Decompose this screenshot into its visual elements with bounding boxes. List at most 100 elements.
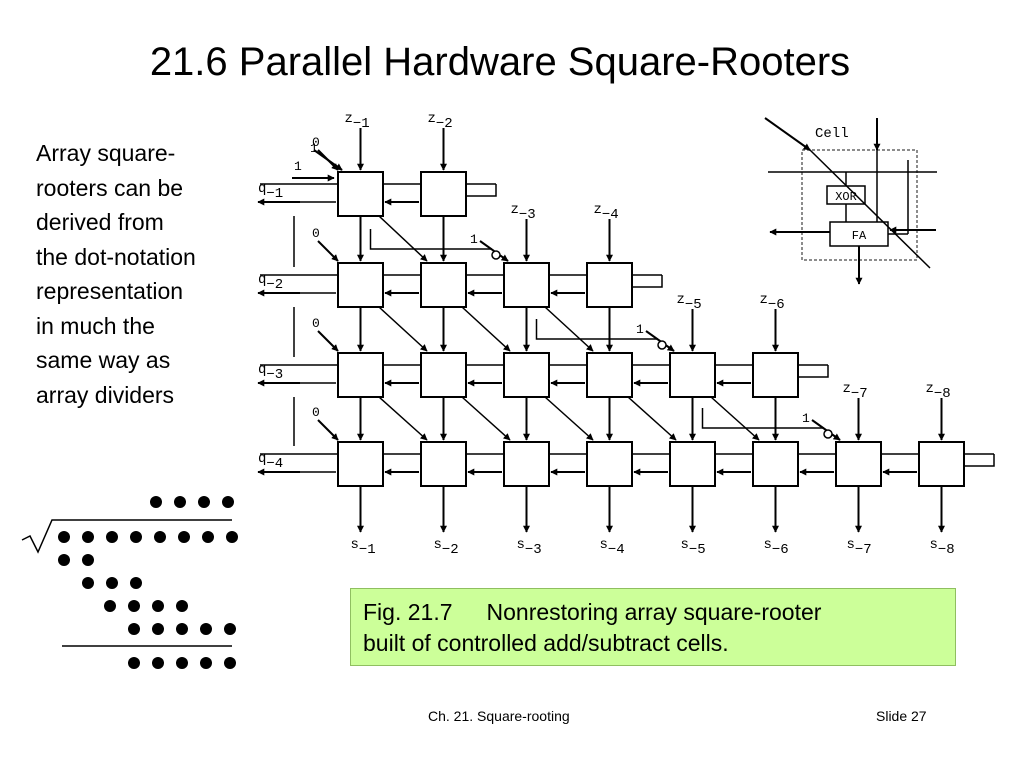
diag-wire bbox=[461, 306, 511, 352]
const-zero-label: 0 bbox=[312, 135, 320, 150]
diag-wire bbox=[378, 306, 428, 352]
full-adder-label: FA bbox=[852, 229, 867, 243]
notation-dot bbox=[176, 600, 188, 612]
z-input-label: z−8 bbox=[926, 381, 951, 402]
intro-line: derived from bbox=[36, 209, 164, 235]
diag-wire bbox=[378, 215, 428, 262]
const-zero-label: 0 bbox=[312, 405, 320, 420]
add-subtract-cell bbox=[503, 262, 550, 308]
intro-line: Array square- bbox=[36, 140, 176, 166]
add-subtract-cell bbox=[752, 352, 799, 398]
add-subtract-cell bbox=[337, 441, 384, 487]
const-one-label: 1 bbox=[294, 159, 302, 174]
intro-line: representation bbox=[36, 278, 184, 304]
add-subtract-cell bbox=[586, 352, 633, 398]
s-output-label: s−6 bbox=[764, 537, 789, 558]
feedback-wire bbox=[466, 184, 497, 197]
s-output-label: s−4 bbox=[600, 537, 625, 558]
const-zero-wire bbox=[317, 419, 339, 441]
add-subtract-cell bbox=[918, 441, 965, 487]
s-output-label: s−7 bbox=[847, 537, 872, 558]
const-zero-wire bbox=[317, 240, 339, 262]
notation-dot bbox=[58, 531, 70, 543]
notation-dot bbox=[198, 496, 210, 508]
feedback-wire bbox=[964, 454, 995, 467]
notation-dot bbox=[224, 623, 236, 635]
s-output-label: s−8 bbox=[930, 537, 955, 558]
const-one-label: 1 bbox=[802, 411, 810, 426]
z-input-label: z−5 bbox=[677, 292, 702, 313]
xor-gate-label: XOR bbox=[835, 190, 857, 204]
notation-dot bbox=[152, 600, 164, 612]
add-subtract-cell bbox=[503, 441, 550, 487]
s-output-label: s−2 bbox=[434, 537, 459, 558]
notation-dot bbox=[152, 623, 164, 635]
z-input-label: z−1 bbox=[345, 111, 370, 132]
feedback-wire bbox=[632, 275, 663, 288]
add-subtract-cell bbox=[337, 352, 384, 398]
z-input-label: z−6 bbox=[760, 292, 785, 313]
add-subtract-cell bbox=[337, 171, 384, 217]
const-one-wire bbox=[313, 149, 343, 171]
notation-dot bbox=[82, 554, 94, 566]
cell-legend: Cell XOR FA bbox=[764, 117, 937, 285]
slide-title: 21.6 Parallel Hardware Square-Rooters bbox=[149, 40, 851, 84]
diag-wire bbox=[710, 396, 760, 441]
q-output-label: q−2 bbox=[258, 272, 283, 293]
footer-chapter: Ch. 21. Square-rooting bbox=[428, 708, 570, 724]
notation-dot bbox=[128, 623, 140, 635]
add-subtract-cell bbox=[752, 441, 799, 487]
z-input-label: z−2 bbox=[428, 111, 453, 132]
add-subtract-cell bbox=[420, 441, 467, 487]
notation-dot bbox=[176, 657, 188, 669]
inverter-bubble bbox=[657, 340, 667, 350]
inverter-bubble bbox=[823, 429, 833, 439]
intro-line: in much the bbox=[36, 312, 155, 339]
notation-dot bbox=[222, 496, 234, 508]
notation-dot bbox=[154, 531, 166, 543]
control-wire bbox=[535, 319, 658, 340]
diag-wire bbox=[544, 396, 594, 441]
s-output-label: s−5 bbox=[681, 537, 706, 558]
const-zero-wire bbox=[317, 330, 339, 352]
add-subtract-cell bbox=[420, 262, 467, 308]
add-subtract-cell bbox=[669, 352, 716, 398]
notation-dot bbox=[130, 577, 142, 589]
q-output-label: q−3 bbox=[258, 362, 283, 383]
intro-line: the dot-notation bbox=[36, 243, 196, 270]
const-zero-label: 0 bbox=[312, 316, 320, 331]
notation-dot bbox=[200, 657, 212, 669]
add-subtract-cell bbox=[420, 352, 467, 398]
notation-dot bbox=[82, 577, 94, 589]
add-subtract-cell bbox=[835, 441, 882, 487]
notation-dot bbox=[150, 496, 162, 508]
control-wire bbox=[369, 229, 492, 250]
notation-dot bbox=[178, 531, 190, 543]
control-wire bbox=[701, 408, 824, 429]
const-one-label: 1 bbox=[470, 232, 478, 247]
figure-number: Fig. 21.7 bbox=[363, 599, 453, 625]
dot-notation bbox=[21, 496, 238, 669]
q-output-label: q−4 bbox=[258, 451, 283, 472]
add-subtract-cell bbox=[669, 441, 716, 487]
notation-dot bbox=[128, 657, 140, 669]
notation-dot bbox=[176, 623, 188, 635]
cell-array bbox=[257, 128, 995, 533]
notation-dot bbox=[106, 531, 118, 543]
notation-dot bbox=[226, 531, 238, 543]
const-one-label: 1 bbox=[636, 322, 644, 337]
s-output-label: s−1 bbox=[351, 537, 376, 558]
notation-dot bbox=[82, 531, 94, 543]
add-subtract-cell bbox=[586, 441, 633, 487]
feedback-wire bbox=[798, 365, 829, 378]
caption-line-1: Nonrestoring array square-rooter bbox=[486, 599, 822, 625]
add-subtract-cell bbox=[420, 171, 467, 217]
notation-dot bbox=[104, 600, 116, 612]
intro-line: same way as bbox=[36, 347, 171, 373]
add-subtract-cell bbox=[503, 352, 550, 398]
notation-dot bbox=[202, 531, 214, 543]
radical-sign bbox=[21, 519, 232, 554]
cell-legend-title: Cell bbox=[815, 126, 849, 142]
add-subtract-cell bbox=[337, 262, 384, 308]
